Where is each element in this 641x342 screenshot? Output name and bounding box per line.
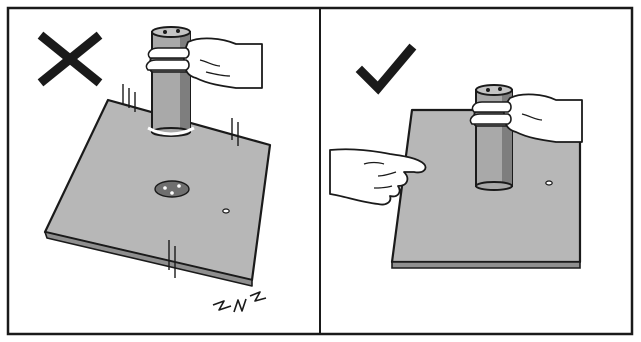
hand-icon (145, 37, 263, 89)
cross-icon (37, 31, 103, 87)
panel-correct (329, 43, 583, 269)
hand-icon (329, 148, 427, 206)
hand-icon (469, 93, 583, 143)
panel-incorrect (37, 26, 272, 313)
motion-lines (122, 84, 239, 278)
checkmark-icon (355, 43, 417, 95)
impact-burst-icon (212, 291, 267, 313)
stand-base-plate (43, 98, 272, 287)
